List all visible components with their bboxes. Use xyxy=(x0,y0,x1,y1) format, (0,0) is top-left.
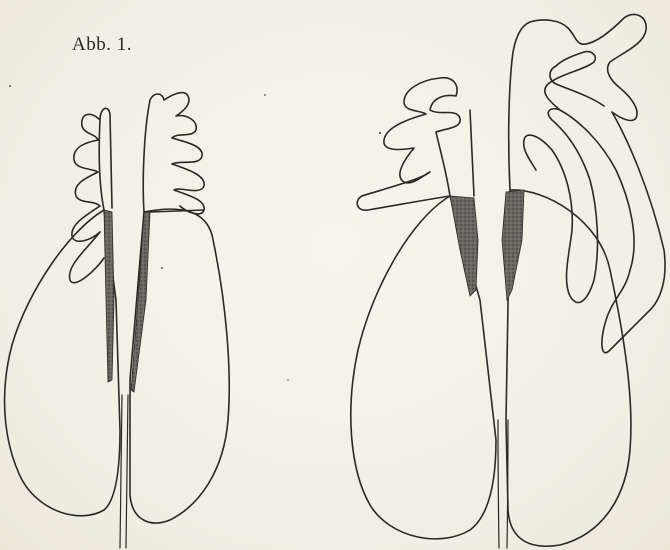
left-specimen-left-sac xyxy=(5,210,120,516)
right-specimen-right-crest xyxy=(509,14,665,352)
left-specimen xyxy=(5,93,230,548)
left-specimen-shade-left xyxy=(104,210,114,382)
right-specimen-shade-left xyxy=(450,196,478,296)
left-stalk-line-right xyxy=(126,395,128,548)
right-specimen xyxy=(351,14,665,548)
right-specimen-right-sac xyxy=(506,190,631,546)
right-specimen-shade-right xyxy=(502,190,524,300)
left-specimen-shade-right xyxy=(131,212,150,392)
paper-specks xyxy=(9,85,381,381)
right-stalk-line-left xyxy=(498,420,499,548)
right-specimen-left-crest xyxy=(357,78,474,211)
left-specimen-right-crest xyxy=(143,93,204,214)
